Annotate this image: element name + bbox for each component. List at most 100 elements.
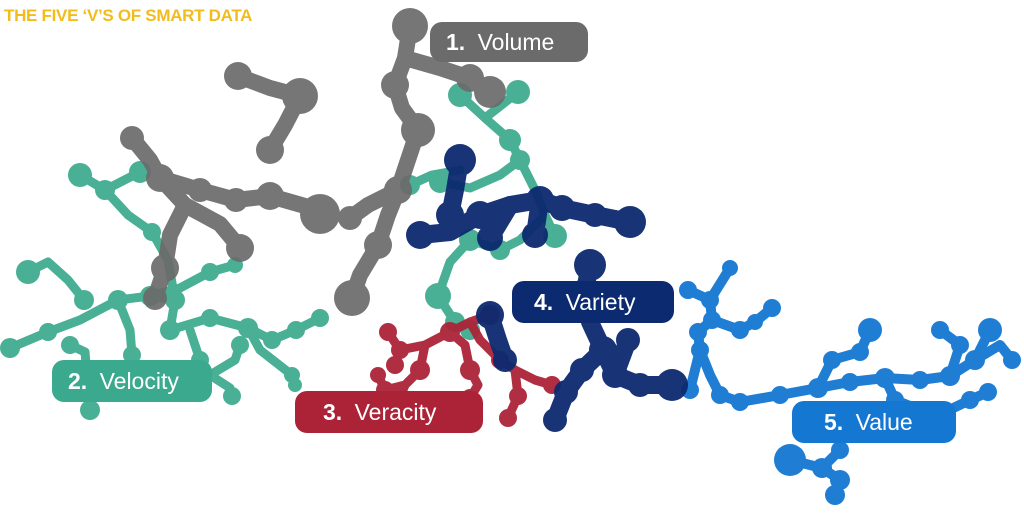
volume-node xyxy=(392,8,428,44)
label-velocity: 2. Velocity xyxy=(52,360,212,402)
velocity-node xyxy=(80,400,100,420)
variety-node xyxy=(436,201,464,229)
value-node xyxy=(858,318,882,342)
value-node xyxy=(703,311,721,329)
volume-node xyxy=(226,234,254,262)
variety-node xyxy=(628,373,652,397)
value-bond xyxy=(813,325,875,393)
volume-node xyxy=(401,113,435,147)
volume-node xyxy=(338,206,362,230)
volume-node xyxy=(300,194,340,234)
label-veracity: 3. Veracity xyxy=(295,391,483,433)
velocity-node xyxy=(543,224,567,248)
variety-node xyxy=(554,380,578,404)
label-veracity-text: Veracity xyxy=(355,399,437,425)
velocity-node xyxy=(61,336,79,354)
value-node xyxy=(774,444,806,476)
veracity-node xyxy=(370,367,386,383)
label-velocity-text: Velocity xyxy=(100,368,180,394)
value-node xyxy=(747,314,763,330)
value-node xyxy=(875,368,895,388)
veracity-node xyxy=(499,409,517,427)
label-variety-pill xyxy=(512,281,674,323)
label-volume-number: 1. xyxy=(446,29,465,55)
value-node xyxy=(931,321,949,339)
velocity-node xyxy=(95,180,115,200)
velocity-node xyxy=(425,283,451,309)
svg-text:1. Volume: 1. Volume xyxy=(446,29,554,55)
variety-node xyxy=(493,348,517,372)
volume-node xyxy=(146,164,174,192)
value-node xyxy=(979,383,997,401)
variety-node xyxy=(522,222,548,248)
velocity-node xyxy=(506,80,530,104)
value-node xyxy=(978,318,1002,342)
velocity-node xyxy=(459,229,481,251)
variety-node xyxy=(543,408,567,432)
value-node xyxy=(851,343,869,361)
label-volume: 1. Volume xyxy=(430,22,588,62)
variety-cluster xyxy=(406,144,688,432)
label-volume-pill xyxy=(430,22,588,62)
veracity-node xyxy=(410,360,430,380)
variety-node xyxy=(583,203,607,227)
volume-node xyxy=(151,254,179,282)
variety-node xyxy=(466,201,494,229)
velocity-node xyxy=(39,323,57,341)
veracity-node xyxy=(440,322,460,342)
veracity-node xyxy=(379,323,397,341)
value-node xyxy=(722,260,738,276)
veracity-node xyxy=(460,360,480,380)
label-value-text: Value xyxy=(856,409,913,435)
variety-node xyxy=(602,362,628,388)
velocity-node xyxy=(223,387,241,405)
value-node xyxy=(841,373,859,391)
label-veracity-number: 3. xyxy=(323,399,342,425)
value-node xyxy=(691,341,709,359)
label-velocity-number: 2. xyxy=(68,368,87,394)
value-node xyxy=(911,371,929,389)
velocity-node xyxy=(201,263,219,281)
volume-node xyxy=(256,136,284,164)
svg-text:3. Veracity: 3. Veracity xyxy=(323,399,437,425)
velocity-node xyxy=(143,223,161,241)
variety-node xyxy=(476,301,504,329)
value-node xyxy=(771,386,789,404)
velocity-node xyxy=(499,129,521,151)
value-node xyxy=(711,386,729,404)
variety-node xyxy=(574,249,606,281)
velocity-node xyxy=(160,320,180,340)
variety-node xyxy=(589,336,617,364)
velocity-node xyxy=(68,163,92,187)
volume-node xyxy=(334,280,370,316)
value-node xyxy=(965,350,985,370)
variety-bond xyxy=(546,341,612,429)
velocity-node xyxy=(231,336,249,354)
velocity-node xyxy=(311,309,329,327)
volume-node xyxy=(120,126,144,150)
volume-bond xyxy=(124,130,328,222)
value-cluster xyxy=(679,260,1021,505)
volume-node xyxy=(256,182,284,210)
velocity-node xyxy=(74,290,94,310)
volume-node xyxy=(224,188,248,212)
variety-node xyxy=(616,328,640,352)
label-value-number: 5. xyxy=(824,409,843,435)
veracity-node xyxy=(386,356,404,374)
velocity-node xyxy=(201,309,219,327)
velocity-node xyxy=(288,378,302,392)
variety-node xyxy=(477,225,503,251)
value-node xyxy=(961,391,979,409)
volume-node xyxy=(282,78,318,114)
veracity-node xyxy=(391,341,409,359)
svg-text:2. Velocity: 2. Velocity xyxy=(68,368,179,394)
value-node xyxy=(1003,351,1021,369)
velocity-node xyxy=(263,331,281,349)
svg-text:4. Variety: 4. Variety xyxy=(534,289,636,315)
velocity-node xyxy=(510,150,530,170)
veracity-node xyxy=(509,387,527,405)
diagram-title: THE FIVE ‘V’S OF SMART DATA xyxy=(4,6,253,25)
volume-node xyxy=(143,286,167,310)
label-value: 5. Value xyxy=(792,401,956,443)
